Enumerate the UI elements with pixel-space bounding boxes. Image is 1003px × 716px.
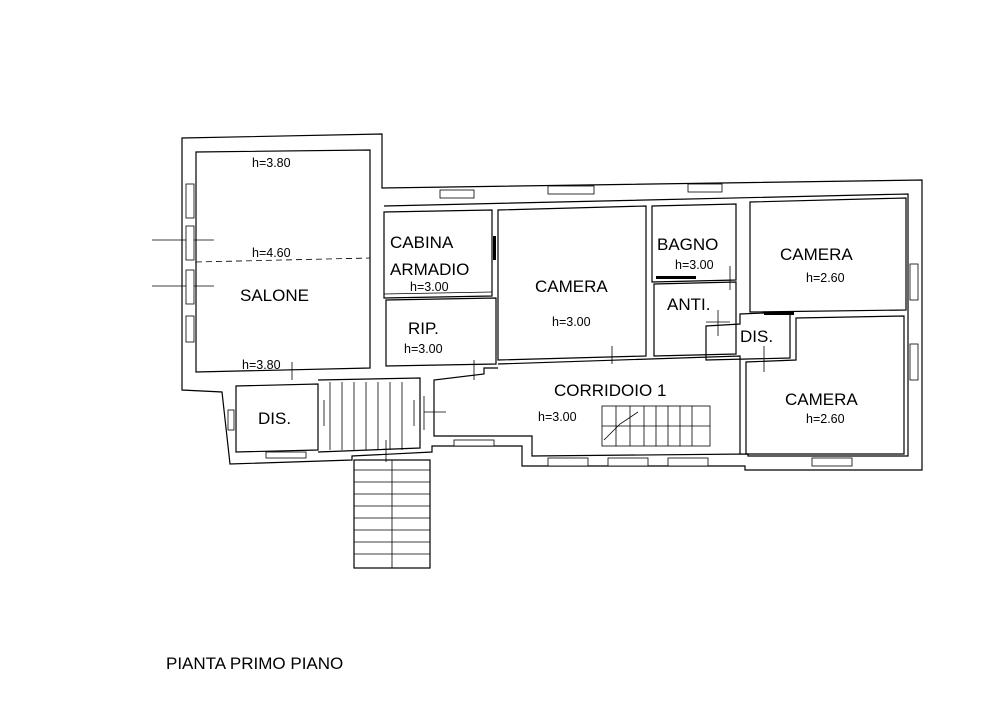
salone-height-mid: h=4.60 bbox=[252, 246, 291, 260]
rip-room: RIP. h=3.00 bbox=[385, 297, 497, 380]
outer-walls bbox=[181, 133, 923, 471]
bagno-room: BAGNO h=3.00 bbox=[651, 203, 737, 290]
corridoio-room: CORRIDOIO 1 h=3.00 bbox=[497, 355, 741, 454]
camera-top-label: CAMERA bbox=[780, 245, 853, 264]
dis-right-label: DIS. bbox=[740, 327, 773, 346]
salone-height-top: h=3.80 bbox=[252, 156, 291, 170]
bagno-label: BAGNO bbox=[657, 235, 718, 254]
salone-room: h=3.80 h=4.60 SALONE h=3.80 bbox=[152, 156, 371, 380]
camera-bottom-label: CAMERA bbox=[785, 390, 858, 409]
rip-height: h=3.00 bbox=[404, 342, 443, 356]
cabina-armadio-room: CABINA ARMADIO h=3.00 bbox=[383, 209, 496, 299]
corridoio-label: CORRIDOIO 1 bbox=[554, 381, 666, 400]
windows bbox=[185, 183, 919, 467]
cabina-label-2: ARMADIO bbox=[390, 260, 469, 279]
camera-top-height: h=2.60 bbox=[806, 271, 845, 285]
anti-room: ANTI. bbox=[653, 281, 737, 357]
dis-left-room: DIS. bbox=[235, 377, 446, 462]
cabina-label-1: CABINA bbox=[390, 233, 454, 252]
anti-label: ANTI. bbox=[667, 295, 710, 314]
camera-top-room: CAMERA h=2.60 bbox=[749, 197, 907, 313]
camera-mid-height: h=3.00 bbox=[552, 315, 591, 329]
camera-mid-label: CAMERA bbox=[535, 277, 608, 296]
camera-mid-room: CAMERA h=3.00 bbox=[497, 205, 647, 364]
plan-title: PIANTA PRIMO PIANO bbox=[166, 654, 343, 673]
exterior-stair bbox=[353, 459, 431, 569]
camera-bottom-height: h=2.60 bbox=[806, 412, 845, 426]
corridoio-height: h=3.00 bbox=[538, 410, 577, 424]
cabina-height: h=3.00 bbox=[410, 280, 449, 294]
dis-left-label: DIS. bbox=[258, 409, 291, 428]
rip-label: RIP. bbox=[408, 319, 439, 338]
camera-bottom-room: CAMERA h=2.60 bbox=[745, 315, 905, 455]
dis-right-room: DIS. bbox=[705, 311, 794, 372]
salone-height-bottom: h=3.80 bbox=[242, 358, 281, 372]
bagno-height: h=3.00 bbox=[675, 258, 714, 272]
salone-label: SALONE bbox=[240, 286, 309, 305]
